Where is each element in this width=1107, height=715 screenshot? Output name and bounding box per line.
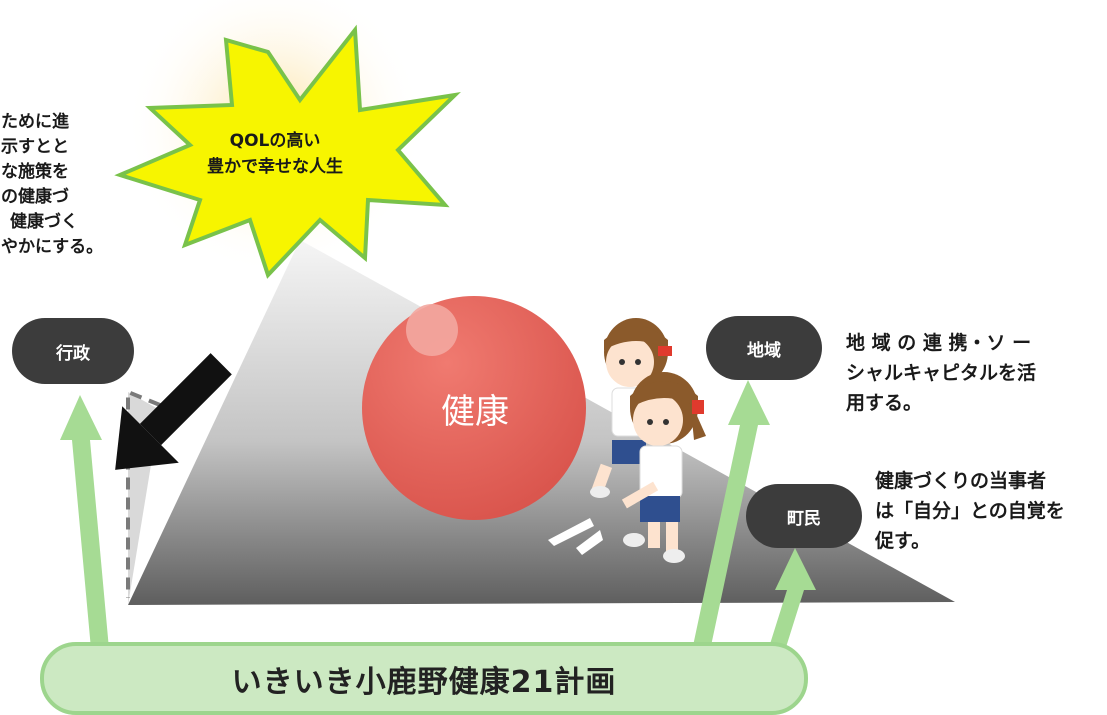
burst-text: QOLの高い 豊かで幸せな人生 (175, 128, 375, 180)
qol-burst (114, 24, 461, 279)
gyosei-note-line-6: やかにする。 (1, 237, 104, 257)
chomin-note: 健康づくりの当事者 は「自分」との自覚を 促す。 (875, 466, 1100, 556)
chomin-note-line-3: 促す。 (875, 530, 931, 552)
arrow-up-gyosei (60, 395, 110, 660)
plan-banner: いきいき小鹿野健康21計画 (40, 642, 808, 715)
chiiki-note-line-3: 用する。 (846, 392, 923, 414)
chiiki-note: 地 域 の 連 携・ソ ー シャルキャピタルを活 用する。 (846, 328, 1086, 418)
ball-label: 健康 (441, 392, 509, 432)
gyosei-note-line-3: な施策を (1, 162, 69, 182)
speed-mark-2 (576, 530, 603, 555)
burst-line-1: QOLの高い (229, 131, 321, 151)
chomin-note-line-1: 健康づくりの当事者 (875, 470, 1047, 492)
gyosei-note-line-1: ために進 (1, 112, 69, 132)
gyosei-note-line-5: 健康づく (10, 212, 78, 232)
actor-pill-chomin: 町民 (746, 484, 862, 548)
speed-mark-1 (548, 518, 594, 546)
arrow-up-chomin (765, 548, 816, 660)
push-arrow (115, 353, 232, 470)
arrow-up-chiiki (690, 380, 770, 660)
child-figure-2 (621, 372, 706, 563)
health-ball (362, 296, 586, 520)
chiiki-note-line-2: シャルキャピタルを活 (846, 362, 1037, 384)
gyosei-note-line-4: の健康づ (1, 187, 69, 207)
actor-pill-chiiki: 地域 (706, 316, 822, 380)
chiiki-note-line-1: 地 域 の 連 携・ソ ー (846, 332, 1032, 354)
chomin-note-line-2: は「自分」との自覚を (875, 500, 1065, 522)
burst-line-2: 豊かで幸せな人生 (207, 157, 343, 177)
dashed-guide (126, 389, 161, 598)
actor-pill-gyosei: 行政 (12, 318, 134, 384)
ball-highlight (406, 304, 458, 356)
gyosei-note: ために進 示すとと な施策を の健康づ 健康づく やかにする。 (0, 110, 140, 260)
gyosei-note-line-2: 示すとと (1, 137, 69, 157)
plan-banner-label: いきいき小鹿野健康21計画 (231, 664, 617, 700)
